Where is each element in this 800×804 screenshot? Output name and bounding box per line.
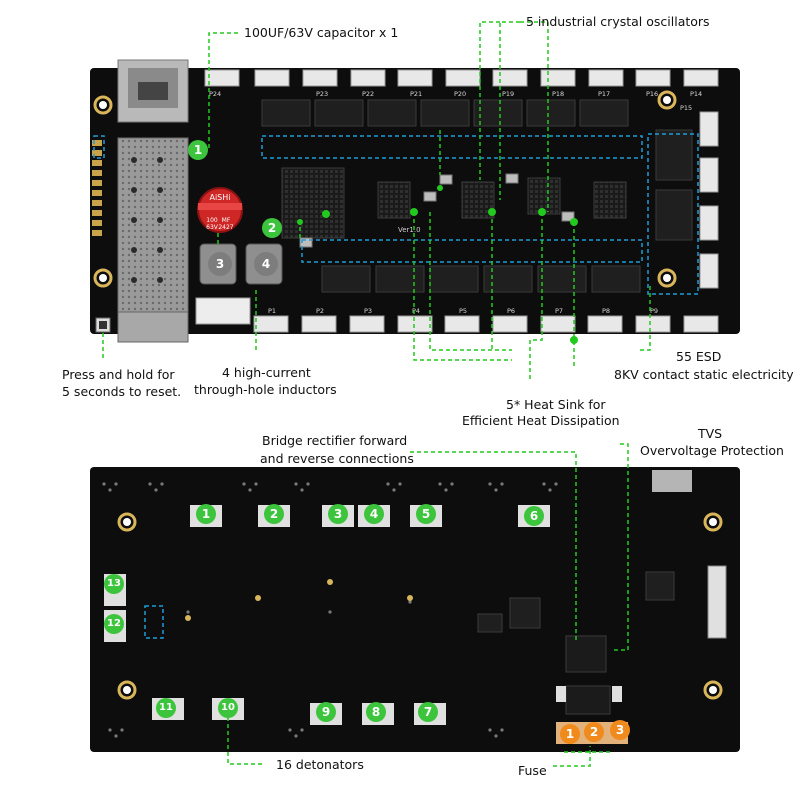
port-label: P8: [602, 307, 610, 315]
top-badge-2: 2: [262, 218, 282, 238]
bottom-board: [90, 467, 740, 752]
top-badge-1: 1: [188, 140, 208, 160]
reset-label-line1: Press and hold for: [62, 367, 175, 382]
port-label: P20: [454, 90, 466, 98]
port-label: P24: [209, 90, 221, 98]
port-label: P22: [362, 90, 374, 98]
capacitor-label: 100UF/63V capacitor x 1: [244, 25, 399, 40]
detonator-badge-6: 6: [524, 506, 544, 526]
capacitor-text-1: MF: [222, 217, 231, 224]
port-label: P17: [598, 90, 610, 98]
fuse-badge-2: 2: [584, 722, 604, 742]
esd-label-line1: 55 ESD: [676, 349, 722, 364]
top-badge-3: 3: [208, 252, 232, 276]
top-board: AiSHi MF 2427 100 63V Ver1.0 P24 P23 P22…: [90, 59, 740, 343]
callout-dots: [297, 185, 578, 344]
port-label: P14: [690, 90, 702, 98]
fuse-label: Fuse: [518, 763, 547, 778]
port-label: P16: [646, 90, 658, 98]
fuse-badge-1: 1: [560, 724, 580, 744]
inductors-label-line2: through-hole inductors: [194, 382, 337, 397]
port-label: P3: [364, 307, 372, 315]
port-label: P5: [459, 307, 467, 315]
port-label: P2: [316, 307, 324, 315]
detonator-badge-7: 7: [418, 702, 438, 722]
port-label: P9: [650, 307, 658, 315]
bridge-rectifier-label-line1: Bridge rectifier forward: [262, 433, 408, 448]
detonator-badge-9: 9: [316, 702, 336, 722]
detonator-badge-10: 10: [218, 698, 238, 718]
esd-label-line2: 8KV contact static electricity: [614, 367, 794, 382]
heatsink-label-line2: Efficient Heat Dissipation: [462, 413, 620, 428]
port-label: P4: [412, 307, 420, 315]
detonator-badge-4: 4: [364, 504, 384, 524]
detonator-badge-8: 8: [366, 702, 386, 722]
heatsink-label-line1: 5* Heat Sink for: [506, 397, 606, 412]
detonator-badge-5: 5: [416, 504, 436, 524]
port-label: P15: [680, 104, 692, 112]
fuse-badge-3: 3: [610, 720, 630, 740]
detonator-badge-1: 1: [196, 504, 216, 524]
board-version: Ver1.0: [398, 226, 421, 234]
detonators-label: 16 detonators: [276, 757, 364, 772]
callout-lines: [102, 21, 651, 767]
detonator-badge-12: 12: [104, 614, 124, 634]
detonator-badge-2: 2: [264, 504, 284, 524]
capacitor-brand: AiSHi: [209, 193, 230, 202]
bridge-rectifier-label-line2: and reverse connections: [260, 451, 414, 466]
detonator-badge-11: 11: [156, 698, 176, 718]
port-label: P1: [268, 307, 276, 315]
port-label: P18: [552, 90, 564, 98]
port-label: P7: [555, 307, 563, 315]
capacitor-text-2: 2427: [218, 224, 233, 231]
port-label: P23: [316, 90, 328, 98]
port-label: P21: [410, 90, 422, 98]
reset-label-line2: 5 seconds to reset.: [62, 384, 182, 399]
crystal-oscillator-label: 5 industrial crystal oscillators: [526, 14, 710, 29]
port-label: P6: [507, 307, 515, 315]
top-badge-4: 4: [254, 252, 278, 276]
capacitor-text-3: 100: [206, 217, 218, 224]
tvs-label-line1: TVS: [698, 426, 723, 441]
detonator-badge-3: 3: [328, 504, 348, 524]
inductors-label-line1: 4 high-current: [222, 365, 311, 380]
detonator-badge-13: 13: [104, 574, 124, 594]
port-label: P19: [502, 90, 514, 98]
capacitor-text-4: 63V: [206, 224, 219, 231]
tvs-label-line2: Overvoltage Protection: [640, 443, 784, 458]
